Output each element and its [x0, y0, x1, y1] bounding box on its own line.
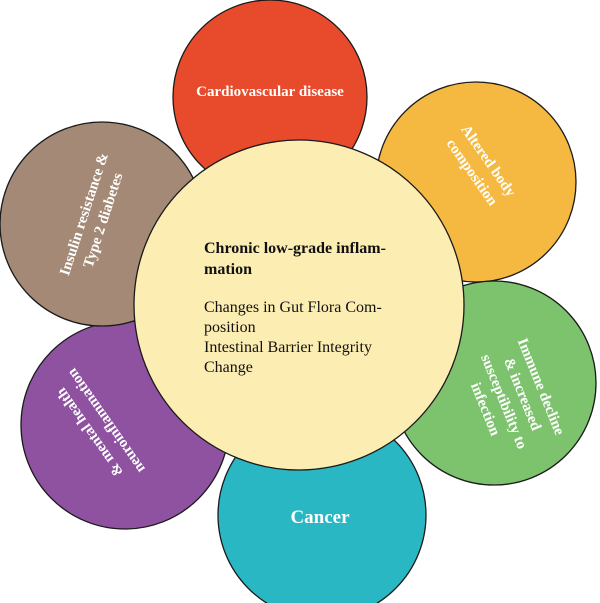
- center-body-line-3: Intestinal Barrier Integrity: [204, 339, 372, 356]
- petal-cardiovascular-label: Cardiovascular disease: [196, 84, 344, 100]
- center-title-line-1: Chronic low-grade inflam-: [204, 240, 386, 257]
- center-circle: [133, 139, 465, 471]
- center-body-line-2: position: [204, 319, 256, 336]
- petal-cancer-label: Cancer: [290, 507, 350, 528]
- center-node: Chronic low-grade inflam- mation Changes…: [133, 139, 465, 471]
- center-body-line-4: Change: [204, 359, 253, 376]
- center-title-line-2: mation: [204, 261, 252, 278]
- center-body-line-1: Changes in Gut Flora Com-: [204, 299, 382, 316]
